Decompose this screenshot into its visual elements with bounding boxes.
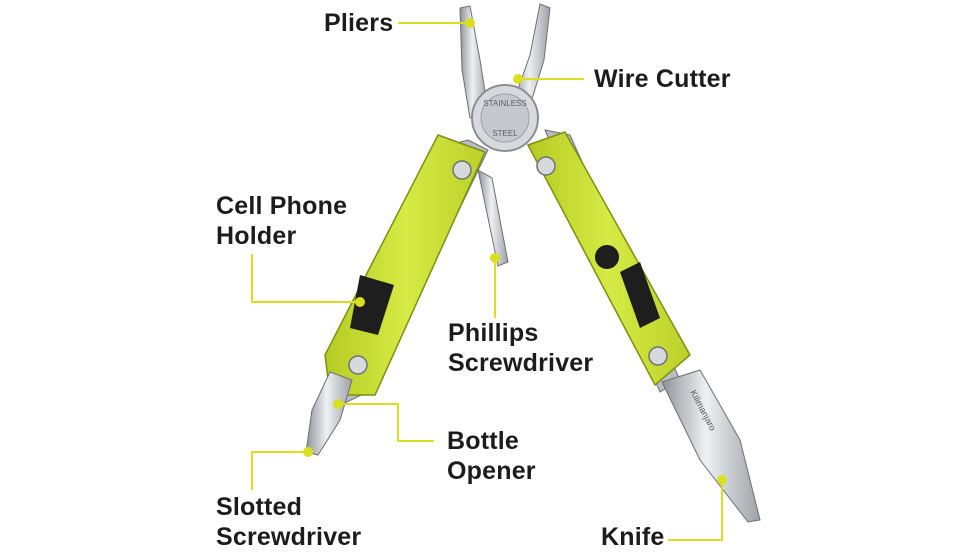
left-handle <box>321 134 489 411</box>
cell-phone-holder-label-line: Cell Phone <box>216 192 348 220</box>
cell-phone-holder-clip <box>350 275 394 335</box>
slotted-screwdriver-label-line: Slotted <box>216 493 303 521</box>
pliers-jaws <box>459 3 551 119</box>
wire-cutter-label: Wire Cutter <box>594 64 731 94</box>
phillips-screwdriver-label-line: Screwdriver <box>448 349 594 377</box>
wire-cutter-label-line: Wire Cutter <box>594 65 731 93</box>
phillips-screwdriver-bit <box>477 169 509 267</box>
pivot-text-top: STAINLESS <box>483 99 526 108</box>
slotted-screwdriver-blade <box>305 371 353 456</box>
screws <box>348 156 668 375</box>
cell-phone-holder-label-line: Holder <box>216 222 297 250</box>
bottle-opener-label-line: Opener <box>447 457 536 485</box>
phillips-screwdriver-label-line: Phillips <box>448 319 539 347</box>
slotted-screwdriver-label: Slotted Screwdriver <box>216 492 361 552</box>
pivot-text-bottom: STEEL <box>492 129 518 138</box>
bottle-opener-label: Bottle Opener <box>447 426 536 486</box>
phillips-screwdriver-label: Phillips Screwdriver <box>448 318 593 378</box>
leader-lines <box>251 22 723 541</box>
pliers-label-line: Pliers <box>324 9 394 37</box>
bottle-opener-label-line: Bottle <box>447 427 520 455</box>
slotted-screwdriver-label-line: Screwdriver <box>216 523 362 551</box>
pliers-label: Pliers <box>324 8 393 38</box>
knife-label-line: Knife <box>601 523 665 551</box>
cell-phone-holder-label: Cell Phone Holder <box>216 191 347 251</box>
knife-blade <box>661 369 761 523</box>
pivot: STAINLESS STEEL <box>471 84 539 152</box>
knife-label: Knife <box>601 522 665 552</box>
leader-dots <box>303 18 727 485</box>
right-handle <box>526 129 691 393</box>
